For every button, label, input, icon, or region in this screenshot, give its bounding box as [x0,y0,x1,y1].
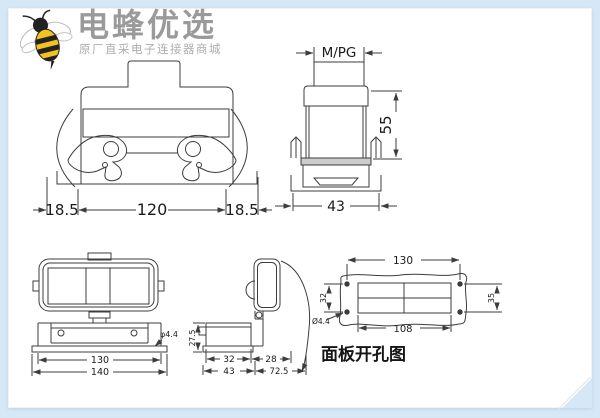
dim-18-5-left: 18.5 [45,201,78,219]
technical-drawing: 18.5 120 18.5 M/PG [31,45,502,378]
base-side-view: 27.5 32 28 43 72.5 [188,258,311,377]
dim-phi44-panel: Ø4.4 [312,317,330,326]
dim-32-side: 32 [223,355,234,365]
dim-43: 43 [327,199,345,215]
base-front-view: φ4.4 130 140 [31,311,178,378]
dim-phi44-base: φ4.4 [160,330,178,339]
panel-cutout-title: 面板开孔图 [321,344,406,365]
panel-cutout-view: 130 108 32 35 Ø4.4 面板开孔图 [312,255,502,365]
bee-icon [19,9,73,71]
dim-18-5-right: 18.5 [225,201,258,219]
housing-side-view: M/PG 55 43 [275,45,402,215]
logo: 电蜂优选 原厂直采电子连接器商城 [13,5,273,75]
dim-72-5: 72.5 [270,367,289,377]
dim-140-base: 140 [91,367,109,378]
base-top-view [32,252,165,312]
dim-130-panel: 130 [393,255,413,267]
dim-32-panel: 32 [319,293,328,303]
dim-43-side: 43 [223,367,234,377]
dim-55: 55 [377,115,395,134]
dim-130-base: 130 [91,355,109,366]
tagline-text: 原厂直采电子连接器商城 [79,44,222,56]
dim-27-5: 27.5 [188,329,197,346]
brand-text: 电蜂优选 [77,7,218,43]
dim-28: 28 [265,355,277,365]
housing-front-view: 18.5 120 18.5 [33,60,272,219]
thread-label: M/PG [322,45,357,61]
dim-120: 120 [137,200,168,219]
dim-108: 108 [393,324,412,335]
dim-35-panel: 35 [487,293,496,303]
page-fold [557,376,591,411]
paper-sheet: 电蜂优选 原厂直采电子连接器商城 [8,5,592,411]
